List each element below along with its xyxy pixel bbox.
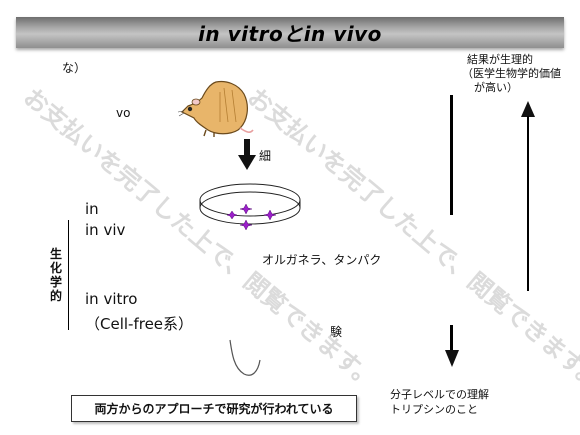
page-title: in vitroとin vivo	[198, 22, 382, 46]
rat-icon	[177, 80, 254, 137]
down-line-lower	[450, 325, 453, 350]
summary-box: 両方からのアプローチで研究が行われている	[71, 395, 357, 422]
test-tube-icon	[229, 339, 261, 376]
left-in-vivo-label: in viv	[85, 221, 126, 239]
in-vitro-label: in vitro	[85, 290, 138, 308]
down-arrowhead-icon	[445, 350, 459, 367]
left-top-fragment: な）	[62, 61, 87, 75]
biochem-char: 化	[49, 261, 62, 275]
molecular-note-line1: 分子レベルでの理解	[390, 388, 489, 401]
organelle-protein-label: オルガネラ、タンパク	[262, 253, 382, 267]
biochem-vertical-label: 生 化 学 的	[49, 247, 63, 303]
biochem-char: 生	[49, 247, 62, 261]
left-in-label: in	[85, 200, 99, 218]
down-arrow-icon	[238, 139, 256, 170]
bracket-line	[68, 220, 69, 330]
summary-text: 両方からのアプローチで研究が行われている	[94, 402, 334, 416]
experiment-fragment-label: 験	[330, 325, 343, 339]
cell-fragment-label: 細	[259, 149, 272, 163]
down-line-upper	[450, 95, 453, 215]
up-arrowhead-icon	[521, 101, 535, 117]
biochem-char: 的	[49, 289, 62, 303]
result-note-line3: が高い）	[474, 81, 518, 94]
left-vivo-fragment: vo	[116, 106, 131, 120]
result-note-line2: （医学生物学的価値	[462, 67, 561, 80]
up-line	[527, 116, 529, 291]
molecular-note-line2: トリプシンのこと	[390, 403, 478, 416]
result-note-line1: 結果が生理的	[467, 53, 533, 66]
cell-free-label: （Cell-free系）	[85, 315, 194, 333]
biochem-char: 学	[49, 275, 62, 289]
petri-dish-icon	[199, 183, 301, 231]
title-bar: in vitroとin vivo	[16, 17, 564, 48]
